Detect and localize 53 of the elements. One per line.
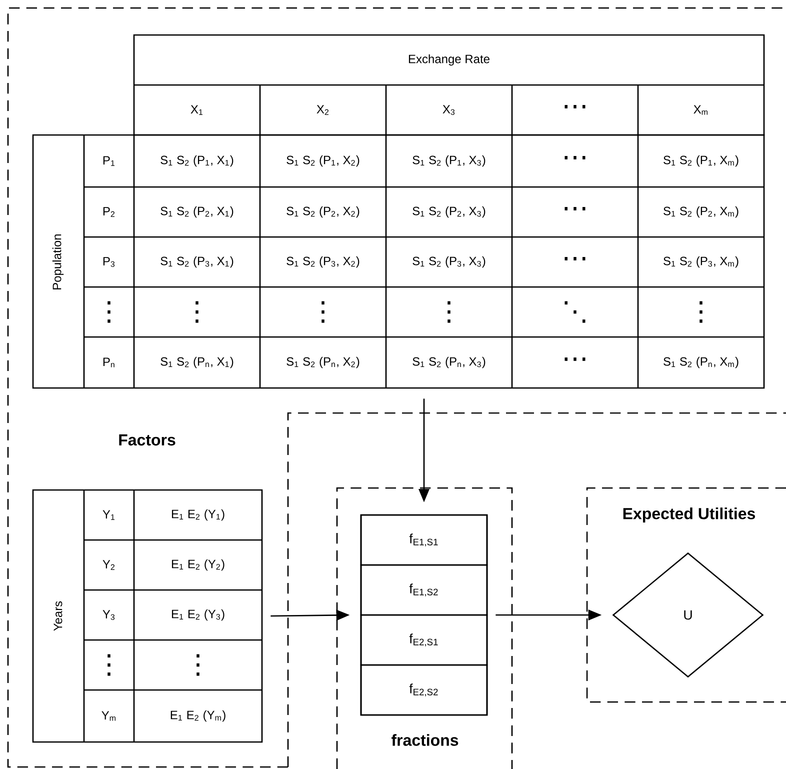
table-cell: P$_{3}$: [103, 257, 115, 267]
table-cell: S$_{1}$ S$_{2}$ (P$_{n}$, X$_{2}$): [286, 356, 360, 368]
table-cell: X$_{1}$: [190, 105, 202, 115]
table-cell: X$_{m}$: [694, 105, 708, 115]
table-cell: X$_{2}$: [316, 105, 328, 115]
table-cell: S$_{1}$ S$_{2}$ (P$_{1}$, X$_{2}$): [286, 155, 360, 167]
table-cell: S$_{1}$ S$_{2}$ (P$_{3}$, X$_{3}$): [412, 256, 486, 268]
table-cell: ⋮: [196, 301, 198, 323]
fraction-cell: f$_{E2,S2}$: [360, 664, 488, 716]
table-cell: X$_{3}$: [442, 105, 455, 115]
table-cell: S$_{1}$ S$_{2}$ (P$_{3}$, X$_{1}$): [160, 256, 234, 268]
table-cell: S$_{1}$ S$_{2}$ (P$_{2}$, X$_{1}$): [160, 206, 234, 218]
fraction-cell: f$_{E2,S1}$: [360, 614, 488, 666]
table-cell: ⋮: [108, 301, 110, 323]
table-cell: ⋯: [564, 207, 586, 210]
table-cell: S$_{1}$ S$_{2}$ (P$_{3}$, X$_{m}$): [664, 256, 738, 268]
header-text: Years: [54, 601, 62, 631]
fraction-cell: f$_{E1,S1}$: [360, 514, 488, 566]
table-cell: S$_{1}$ S$_{2}$ (P$_{1}$, X$_{1}$): [160, 155, 234, 167]
table-cell: ⋱: [564, 301, 586, 323]
table-cell: S$_{1}$ S$_{2}$ (P$_{2}$, X$_{2}$): [286, 206, 360, 218]
table-cell: Y$_{2}$: [102, 560, 114, 570]
table-cell: ⋯: [564, 358, 586, 361]
table-cell: ⋮: [322, 301, 324, 323]
table-cell: ⋯: [564, 257, 586, 260]
table-cell: S$_{1}$ S$_{2}$ (P$_{1}$, X$_{3}$): [412, 155, 486, 167]
table-cell: E$_{1}$ E$_{2}$ (Y$_{1}$): [172, 509, 224, 521]
table-cell: ⋮: [700, 301, 702, 323]
table-cell: S$_{1}$ S$_{2}$ (P$_{3}$, X$_{2}$): [286, 256, 360, 268]
fraction-cell: f$_{E1,S2}$: [360, 564, 488, 616]
table-cell: ⋮: [448, 301, 450, 323]
table-cell: S$_{1}$ S$_{2}$ (P$_{n}$, X$_{1}$): [160, 356, 234, 368]
table-cell: S$_{1}$ S$_{2}$ (P$_{n}$, X$_{m}$): [664, 356, 738, 368]
table-cell: ⋮: [196, 654, 200, 676]
table-cell: S$_{1}$ S$_{2}$ (P$_{n}$, X$_{3}$): [412, 356, 486, 368]
table-cell: Y$_{m}$: [102, 711, 116, 721]
table-cell: S$_{1}$ S$_{2}$ (P$_{2}$, X$_{m}$): [664, 206, 738, 218]
header-text: Exchange Rate: [408, 54, 490, 66]
table-cell: P$_{2}$: [103, 207, 114, 217]
table-cell: ⋮: [108, 654, 110, 676]
table-cell: P$_{n}$: [103, 358, 114, 368]
table-cell: E$_{1}$ E$_{2}$ (Y$_{m}$): [170, 710, 226, 722]
table-cell: Y$_{1}$: [102, 510, 114, 520]
section-heading: Factors: [119, 434, 176, 446]
table-cell: E$_{1}$ E$_{2}$ (Y$_{3}$): [172, 609, 224, 621]
table-cell: P$_{1}$: [103, 156, 114, 166]
table-cell: E$_{1}$ E$_{2}$ (Y$_{2}$): [172, 559, 224, 571]
table-cell: S$_{1}$ S$_{2}$ (P$_{1}$, X$_{m}$): [664, 155, 738, 167]
table-cell: S$_{1}$ S$_{2}$ (P$_{2}$, X$_{3}$): [412, 206, 486, 218]
table-cell: ⋯: [564, 156, 586, 160]
header-text: Population: [52, 234, 64, 290]
table-cell: ⋯: [564, 105, 586, 108]
table-cell: Y$_{3}$: [102, 610, 115, 620]
